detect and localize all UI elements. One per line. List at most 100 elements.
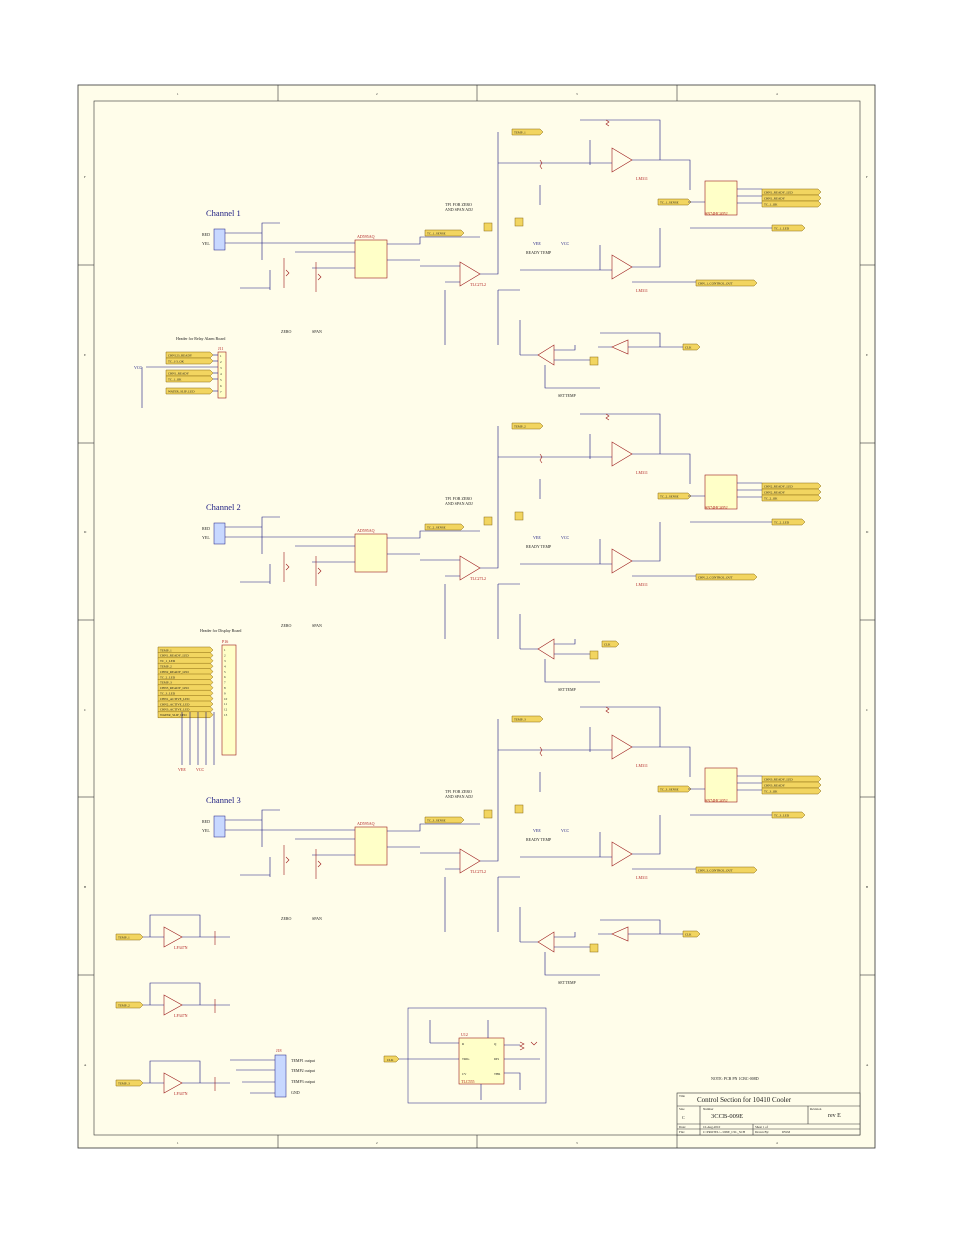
relay-port-4: CHN1_READY: [168, 371, 190, 375]
display-port-2: CHN1_READY_LED: [160, 654, 189, 658]
drawn-label: Drawn By:: [755, 1130, 769, 1134]
output-label-2: TEMP2 output: [291, 1068, 316, 1073]
row-C-right: C: [866, 708, 868, 712]
vee-label: VEE: [533, 535, 541, 540]
output-label-4: GND: [291, 1090, 300, 1095]
span-label: SPAN: [312, 623, 322, 628]
led4-port: TC_3_LED: [774, 813, 790, 817]
display-port-9: TC_3_LED: [160, 692, 176, 696]
wire-red-label: RED: [202, 526, 210, 531]
relay-port-1: CHN123_READY: [168, 353, 193, 357]
relay-port-7: WATER_SLIP_LED: [168, 389, 195, 393]
mux-part: SN74HC4052: [705, 211, 728, 216]
row-F-right: F: [866, 175, 868, 179]
col-2-bottom: 2: [376, 1141, 378, 1145]
display-port-8: CHN3_READY_LED: [160, 686, 189, 690]
vee-label: VEE: [533, 241, 541, 246]
sense-port: TC_3_SENSE: [427, 818, 446, 822]
led2-port: CHN1_READY: [764, 196, 786, 200]
display-port-13: WATER_SLIP_LED: [160, 713, 187, 717]
display-port-1: TEMP_1: [160, 648, 172, 652]
display-port-4: TEMP_2: [160, 665, 172, 669]
led4-port: TC_1_LED: [774, 226, 790, 230]
col-1-bottom: 1: [177, 1141, 179, 1145]
pcb-note: NOTE: PCB PN 1CBC-008D: [711, 1076, 759, 1081]
relay-header-ref: J11: [218, 346, 223, 351]
col-3-bottom: 3: [576, 1141, 578, 1145]
ready-temp-label: READY TEMP: [526, 544, 552, 549]
display-pin-3: 3: [224, 659, 226, 663]
display-header: Header for Display Board P16 1TEMP_12CHN…: [157, 628, 241, 772]
timer-clk: CLK: [387, 1058, 394, 1062]
comparator-2: LM311: [636, 582, 648, 587]
col-4-top: 4: [776, 92, 778, 96]
sense-port: TC_1_SENSE: [427, 231, 446, 235]
timer-ref: U12: [461, 1032, 468, 1037]
sense-port-2: TC_1_SENSE: [660, 200, 679, 204]
wire-red-label: RED: [202, 232, 210, 237]
zero-label: ZERO: [281, 329, 292, 334]
vcc-label: VCC: [561, 828, 570, 833]
led3-port: TC_3_OK: [764, 789, 778, 793]
paper: [77, 84, 876, 1149]
display-pin-4: 4: [224, 664, 226, 668]
display-port-3: TC_1_LED: [160, 659, 176, 663]
clk-port: CLK: [685, 932, 692, 936]
settemp-label: SETTEMP: [558, 393, 577, 398]
display-pin-9: 9: [224, 691, 226, 695]
span-label: SPAN: [312, 916, 322, 921]
sheet-label: Sheet 1 of: [755, 1125, 769, 1129]
relay-port-2: TC_1/3_OK: [168, 359, 185, 363]
display-pin-6: 6: [224, 675, 226, 679]
buffer-input-1: TEMP_1: [118, 935, 130, 939]
relay-vcc: VCC: [134, 365, 143, 370]
zero-label: ZERO: [281, 623, 292, 628]
display-header-title: Header for Display Board: [200, 628, 241, 633]
sense-port-2: TC_3_SENSE: [660, 787, 679, 791]
comparator-2: LM311: [636, 875, 648, 880]
relay-header-title: Header for Relay Alarm Board: [176, 336, 225, 341]
temp-port: TEMP_1: [514, 130, 526, 134]
output-connector-ref: J18: [276, 1048, 282, 1053]
channel-2-title: Channel 2: [206, 502, 241, 512]
svg-text:Q: Q: [494, 1042, 497, 1046]
row-D-right: D: [866, 530, 869, 534]
comparator-1: LM311: [636, 763, 648, 768]
ready-temp-label: READY TEMP: [526, 250, 552, 255]
relay-pin-6: 6: [220, 384, 222, 388]
comparator-2: LM311: [636, 288, 648, 293]
col-1-top: 1: [177, 92, 179, 96]
relay-pin-3: 3: [220, 366, 222, 370]
display-pin-2: 2: [224, 654, 226, 658]
display-port-6: TC_2_LED: [160, 675, 176, 679]
relay-pin-4: 4: [220, 372, 222, 376]
output-label-1: TEMP1 output: [291, 1058, 316, 1063]
amp-label: AD595AQ: [357, 234, 375, 239]
drawn-value: DWM: [782, 1130, 790, 1134]
buffer-part-3: LF347N: [174, 1091, 188, 1096]
settemp-label: SETTEMP: [558, 687, 577, 692]
display-pin-8: 8: [224, 686, 226, 690]
mux-part: SN74HC4052: [705, 798, 728, 803]
temp-port: TEMP_3: [514, 717, 526, 721]
number-value: 3CCB-009E: [711, 1113, 743, 1120]
sheet-title: Control Section for 10410 Cooler: [697, 1096, 792, 1104]
svg-text:THR: THR: [494, 1072, 501, 1076]
col-4-bottom: 4: [776, 1141, 778, 1145]
control-port: CHN_2_CONTROL_OUT: [698, 575, 733, 579]
relay-pin-5: 5: [220, 378, 222, 382]
file-label: File:: [679, 1130, 685, 1134]
display-pin-11: 11: [224, 702, 227, 706]
display-gnd2: VCC: [196, 767, 205, 772]
sense-port: TC_2_SENSE: [427, 525, 446, 529]
clk-port: CLK: [604, 642, 611, 646]
tp-note-2: AND SPAN ADJ: [445, 501, 473, 506]
svg-text:R: R: [462, 1042, 465, 1046]
tl-part: TLC27L2: [470, 869, 486, 874]
row-B-left: B: [84, 885, 86, 889]
